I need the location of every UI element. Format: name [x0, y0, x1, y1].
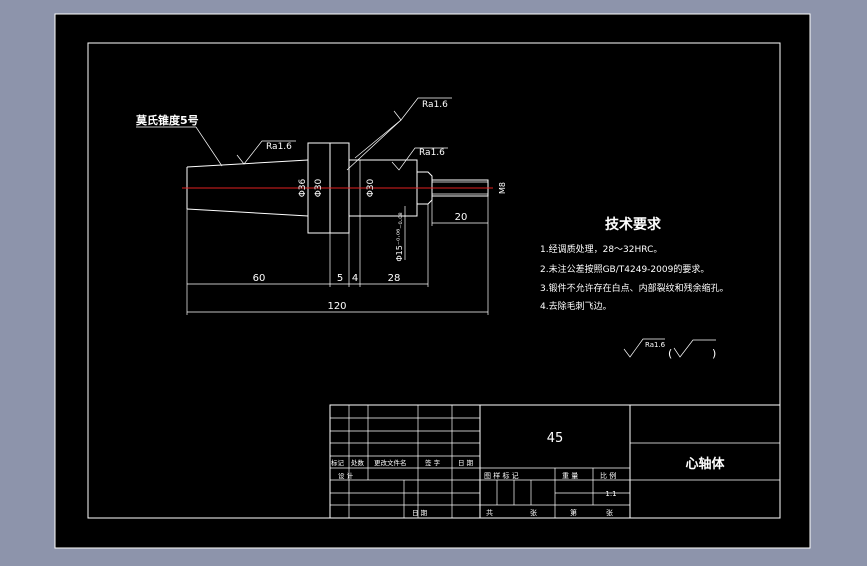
requirement-item: 2.未注公差按照GB/T4249-2009的要求。 [540, 263, 709, 275]
dim-60: 60 [253, 273, 266, 284]
general-roughness-mark [623, 338, 665, 358]
roughness-value: Ra1.6 [422, 100, 448, 110]
taper-leader-line [195, 126, 223, 167]
rev-header-count: 处数 [351, 458, 365, 467]
taper-label: 莫氏锥度5号 [135, 113, 199, 127]
thread-label-m8: M8 [498, 182, 507, 194]
dim-4: 4 [352, 273, 358, 284]
rev-header-sign: 签 字 [425, 458, 441, 467]
roughness-symbol-3: Ra1.6 [391, 147, 448, 171]
taper-bottom-edge [186, 208, 309, 217]
title-block: 标记 处数 更改文件名 签 字 日 期 设 计 日 期 45 图 样 标 记 重… [329, 404, 781, 519]
close-paren: ) [712, 347, 716, 360]
dim-28: 28 [388, 273, 401, 284]
roughness-symbol-2: Ra1.6 [346, 97, 452, 171]
general-roughness: Ra1.6 ( ) [623, 338, 716, 360]
roughness-leader-b [346, 119, 402, 171]
material-value: 45 [547, 431, 564, 446]
roughness-mark [236, 140, 296, 165]
date-label: 日 期 [412, 509, 428, 517]
roughness-leader-a [354, 119, 402, 159]
total-label: 共 [486, 508, 493, 517]
roughness-value: Ra1.6 [419, 148, 445, 158]
page-label: 第 [570, 508, 577, 517]
stage-header-mark: 图 样 标 记 [484, 471, 519, 480]
roughness-mark [393, 97, 452, 121]
diameter-label-30a: Φ30 [314, 178, 324, 197]
taper-top-edge [186, 159, 309, 168]
dim-5: 5 [337, 273, 343, 284]
diameter-label-15: Φ15⁻⁰·⁰⁶₋₀.₀₈ [395, 212, 404, 261]
requirement-item: 3.锻件不允许存在白点、内部裂纹和残余缩孔。 [540, 282, 729, 294]
shaft-drawing [182, 142, 493, 234]
diameter-label-30b: Φ30 [366, 178, 376, 197]
rev-header-file: 更改文件名 [374, 458, 407, 467]
sheet-trim-border [54, 13, 811, 549]
rev-header-mark: 标记 [331, 458, 345, 467]
dim-20: 20 [455, 212, 468, 223]
page-sheet-label: 张 [606, 508, 613, 517]
dim-120: 120 [327, 301, 346, 312]
design-label: 设 计 [338, 471, 354, 480]
open-paren: ( [668, 347, 672, 360]
dimension-lines [186, 196, 489, 315]
stage-header-weight: 重 量 [562, 472, 578, 480]
diameter-label-36: Φ36 [298, 178, 308, 197]
requirement-item: 4.去除毛刺飞边。 [540, 300, 612, 312]
scale-value: 1:1 [605, 490, 616, 498]
sheet-label: 张 [530, 508, 537, 517]
stage-header-scale: 比 例 [600, 471, 616, 480]
roughness-symbol-1: Ra1.6 [236, 140, 296, 165]
rev-header-date: 日 期 [458, 459, 474, 467]
basic-roughness-mark [673, 339, 716, 358]
taper-callout: 莫氏锥度5号 [135, 113, 223, 167]
roughness-mark [391, 147, 448, 171]
general-roughness-value: Ra1.6 [645, 341, 666, 349]
revision-grid [330, 405, 480, 518]
sheet-background [55, 14, 810, 548]
roughness-value: Ra1.6 [266, 142, 292, 152]
part-name: 心轴体 [685, 456, 725, 472]
requirements-title: 技术要求 [605, 216, 662, 233]
technical-requirements: 技术要求 1.经调质处理，28～32HRC。 2.未注公差按照GB/T4249-… [540, 216, 729, 312]
requirement-item: 1.经调质处理，28～32HRC。 [540, 243, 662, 255]
